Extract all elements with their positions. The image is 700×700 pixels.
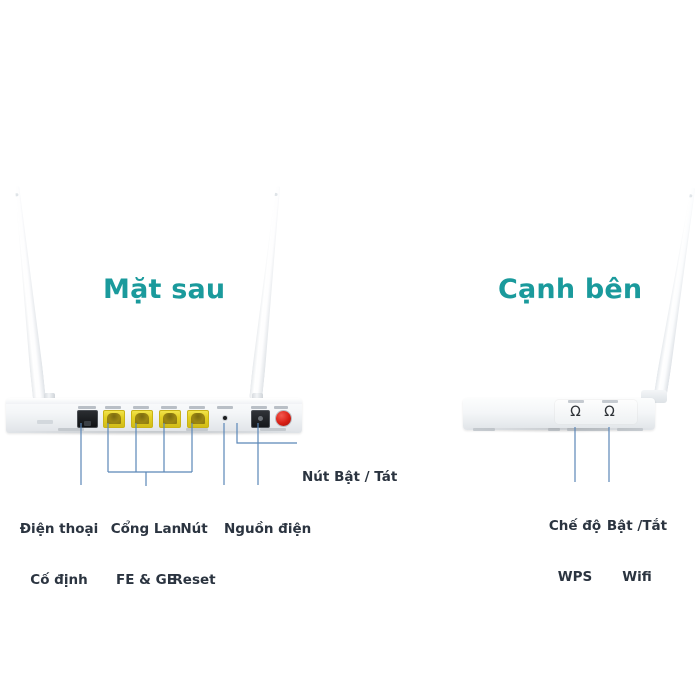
callout-wps-button-line1: Chế độ: [548, 518, 602, 534]
section-heading-rear: Mặt sau: [103, 274, 226, 305]
antenna-left-icon: [11, 185, 46, 400]
callout-reset-button: Nút Reset: [168, 487, 220, 623]
side-silk-label-wps: [568, 400, 584, 403]
lan-ethernet-port-4[interactable]: [187, 410, 209, 428]
callout-wps-button: Chế độ WPS: [523, 484, 627, 620]
phone-rj11-port[interactable]: [77, 410, 98, 428]
reset-pinhole[interactable]: [223, 416, 227, 420]
port-silk-label-phone: [78, 406, 96, 409]
callout-lan-ports: Cổng Lan FE & GE: [103, 487, 189, 623]
callout-power-jack-line1: Nguồn điện: [224, 521, 312, 537]
side-foot-center: [548, 428, 560, 431]
wps-mode-button[interactable]: Ω: [570, 404, 581, 420]
side-button-panel: [554, 399, 638, 425]
antenna-right-icon: [249, 185, 284, 400]
rear-port-row: [6, 406, 302, 428]
antenna-side-icon: [653, 187, 699, 401]
callout-power-jack: Nguồn điện: [224, 487, 311, 572]
side-foot-panel: [567, 428, 609, 431]
callout-wifi-button-line2: Wifi: [622, 569, 652, 585]
port-silk-label-lan4: [189, 406, 205, 409]
callout-wifi-button-line1: Bật /Tắt: [606, 518, 668, 534]
power-on-off-button[interactable]: [276, 411, 291, 426]
router-foot-left: [58, 428, 84, 431]
callout-phone-port: Điện thoại Cố định: [14, 487, 104, 623]
router-foot-center: [186, 428, 208, 431]
router-chassis-rear: [6, 398, 302, 433]
callout-phone-port-line2: Cố định: [30, 572, 88, 588]
port-silk-label-lan3: [161, 406, 177, 409]
side-foot-right: [617, 428, 643, 431]
port-silk-label-power: [251, 406, 267, 409]
callout-lan-ports-line2: FE & GE: [116, 572, 176, 588]
chassis-brand-mark: [37, 420, 53, 424]
side-silk-label-wifi: [602, 400, 618, 403]
callout-reset-button-line2: Reset: [172, 572, 216, 588]
dc-power-jack[interactable]: [251, 410, 270, 428]
port-silk-label-lan1: [105, 406, 121, 409]
chassis-top-edge: [6, 398, 302, 404]
lan-ethernet-port-2[interactable]: [131, 410, 153, 428]
wifi-router-rear-view: [0, 185, 310, 440]
router-drop-shadow: [10, 431, 298, 436]
port-silk-label-onoff: [274, 406, 288, 409]
section-heading-side: Cạnh bên: [498, 274, 643, 305]
lan-ethernet-port-1[interactable]: [103, 410, 125, 428]
callout-power-switch: Nút Bật / Tát: [302, 435, 397, 520]
wifi-router-side-view: Ω Ω: [455, 185, 700, 440]
side-foot-left: [473, 428, 495, 431]
callout-wps-button-line2: WPS: [557, 569, 593, 585]
port-silk-label-lan2: [133, 406, 149, 409]
callout-phone-port-line1: Điện thoại: [19, 521, 99, 537]
callout-wifi-button: Bật /Tắt Wifi: [596, 484, 678, 620]
port-silk-label-reset: [217, 406, 233, 409]
side-drop-shadow: [467, 428, 653, 433]
callout-reset-button-line1: Nút: [180, 521, 208, 537]
callout-power-switch-line1: Nút Bật / Tát: [302, 469, 398, 485]
callout-lan-ports-line1: Cổng Lan: [110, 521, 182, 537]
wifi-toggle-button[interactable]: Ω: [604, 404, 615, 420]
lan-ethernet-port-3[interactable]: [159, 410, 181, 428]
